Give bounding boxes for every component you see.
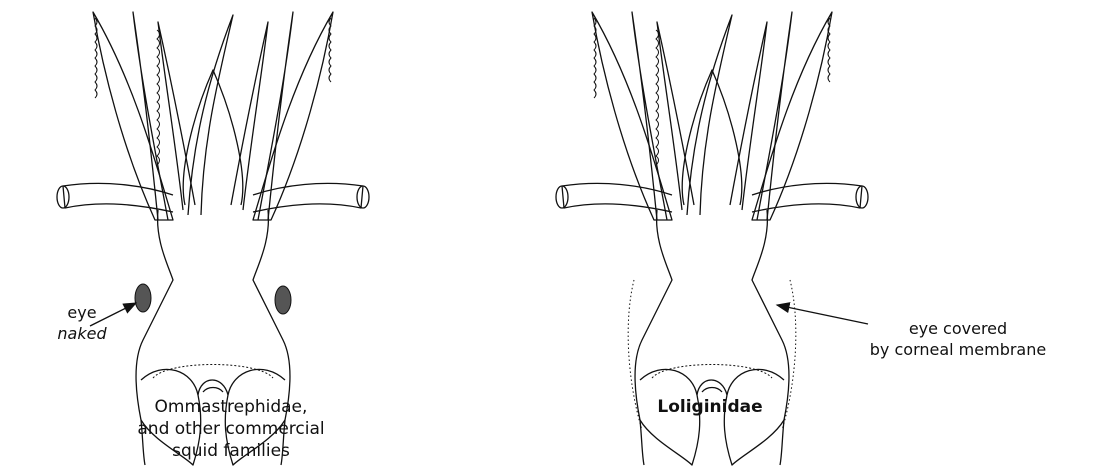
- eye-label-text: eye: [52, 302, 112, 323]
- eye-naked-label: eye naked: [52, 302, 112, 344]
- eye-covered-text: eye covered: [828, 318, 1088, 339]
- caption-line-3: squid families: [96, 440, 366, 462]
- naked-label-text: naked: [52, 323, 112, 344]
- naked-eye-left: [135, 284, 151, 312]
- right-caption: Loliginidae: [610, 396, 810, 418]
- naked-eye-right: [275, 286, 291, 314]
- eye-covered-label: eye covered by corneal membrane: [828, 318, 1088, 360]
- corneal-membrane-text: by corneal membrane: [828, 339, 1088, 360]
- caption-line-2: and other commercial: [96, 418, 366, 440]
- caption-line-1: Ommastrephidae,: [96, 396, 366, 418]
- left-caption: Ommastrephidae, and other commercial squ…: [96, 396, 366, 462]
